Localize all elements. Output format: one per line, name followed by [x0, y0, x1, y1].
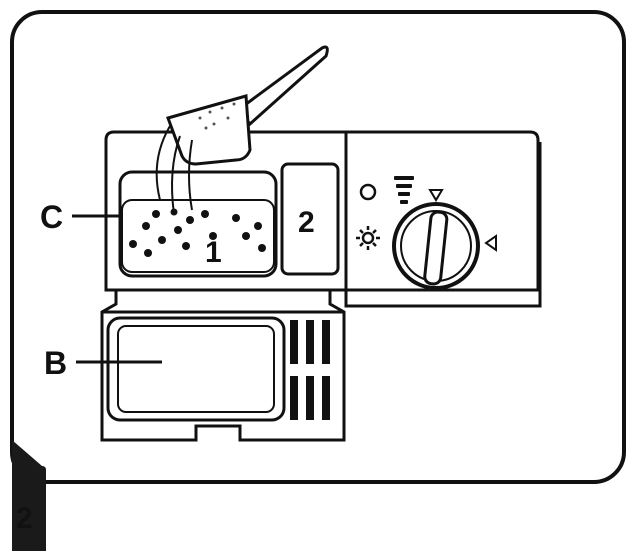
circle-indicator-icon	[359, 183, 377, 201]
wash-compartment-inner	[117, 325, 275, 413]
detergent-scoop-icon	[155, 45, 329, 215]
sun-indicator-icon	[356, 226, 380, 250]
figure-tab	[12, 440, 46, 551]
compartment-1-label: 1	[205, 236, 222, 269]
callout-c-label: C	[40, 199, 63, 235]
compartment-2-label: 2	[298, 206, 315, 239]
callout-b-label: B	[44, 345, 67, 381]
triangle-down-icon	[428, 189, 444, 202]
triangle-left-icon	[484, 234, 497, 252]
rinse-aid-dial-icon[interactable]	[392, 202, 480, 290]
vent-slots	[290, 320, 330, 420]
rinse-aid-level-icon	[394, 176, 414, 204]
figure-number: 2	[16, 502, 33, 535]
detergent-dots	[129, 208, 266, 257]
compartment-2	[280, 162, 340, 276]
compartment-1-inner	[121, 199, 275, 273]
